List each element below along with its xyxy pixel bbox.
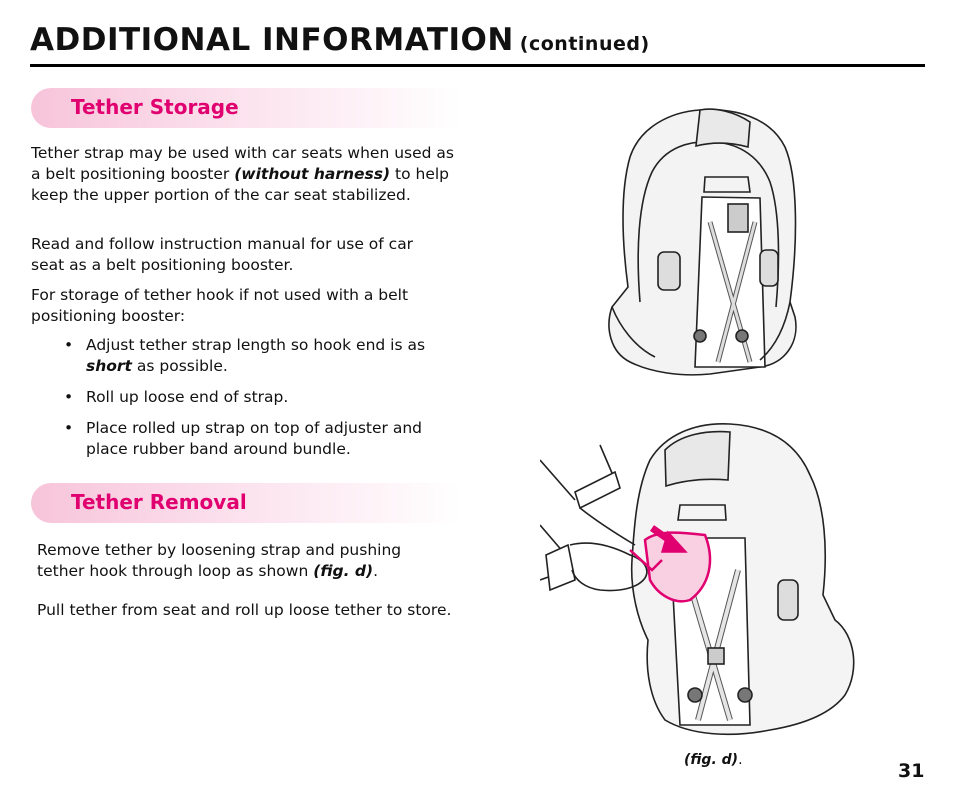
storage-bullet-list: Adjust tether strap length so hook end i… xyxy=(62,335,462,470)
car-seat-illustration-top xyxy=(608,108,797,376)
removal-paragraph-2: Pull tether from seat and roll up loose … xyxy=(37,601,452,619)
page-title-suffix: (continued) xyxy=(519,33,650,55)
tether-removal-illustration xyxy=(540,423,855,736)
storage-paragraph-2: Read and follow instruction manual for u… xyxy=(31,235,414,274)
list-item: Roll up loose end of strap. xyxy=(62,387,462,408)
heading-tether-storage: Tether Storage xyxy=(71,95,239,119)
figure-caption: (fig. d). xyxy=(684,752,743,768)
storage-paragraph-1: Tether strap may be used with car seats … xyxy=(31,144,454,204)
list-item: Adjust tether strap length so hook end i… xyxy=(62,335,462,377)
list-item: Place rolled up strap on top of adjuster… xyxy=(62,418,462,460)
section-band-storage: Tether Storage xyxy=(31,88,461,128)
page-number: 31 xyxy=(898,760,925,782)
heading-tether-removal: Tether Removal xyxy=(71,490,247,514)
page-title: ADDITIONAL INFORMATION(continued) xyxy=(30,22,650,58)
removal-paragraph-1: Remove tether by loosening strap and pus… xyxy=(37,541,402,580)
storage-paragraph-3: For storage of tether hook if not used w… xyxy=(31,286,409,325)
section-band-removal: Tether Removal xyxy=(31,483,461,523)
title-rule xyxy=(30,64,925,67)
